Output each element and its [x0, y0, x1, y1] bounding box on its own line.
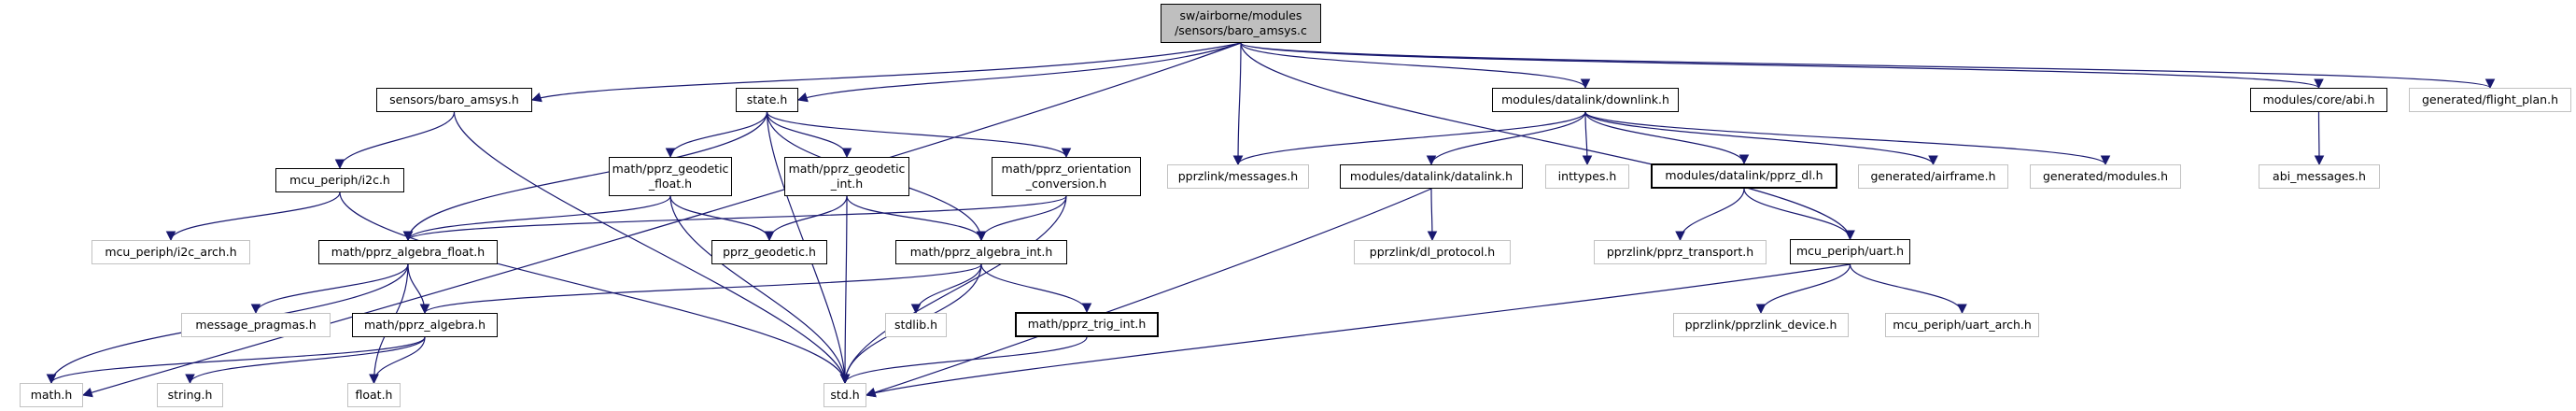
edge-geodetic_float_h-algebra_float_h — [402, 195, 671, 242]
edge-root-downlink_h — [1240, 42, 1591, 90]
edge-abi_h-abi_messages_h — [2314, 111, 2325, 166]
edge-algebra_int_h-stdlib_h — [910, 263, 982, 315]
node-flight-plan-h: generated/flight_plan.h — [2409, 88, 2571, 112]
node-algebra-int-h[interactable]: math/pprz_algebra_int.h — [895, 240, 1067, 264]
node-pprzlink-device-h: pprzlink/pprzlink_device.h — [1673, 313, 1849, 337]
edge-geodetic_float_h-std_h — [669, 195, 851, 385]
node-modules-h: generated/modules.h — [2030, 164, 2181, 189]
node-trig-int-h[interactable]: math/pprz_trig_int.h — [1015, 312, 1159, 337]
node-math-h: math.h — [20, 383, 83, 407]
edge-algebra_h-math_h — [46, 336, 426, 385]
edge-baro_amsys_h-std_h — [453, 111, 851, 385]
node-uart-arch-h: mcu_periph/uart_arch.h — [1885, 313, 2039, 337]
edge-root-uart_h — [1240, 42, 1855, 241]
edge-datalink_h-dl_protocol_h — [1427, 188, 1438, 242]
edge-downlink_h-datalink_h — [1426, 111, 1586, 166]
node-message-pragmas-h: message_pragmas.h — [181, 313, 331, 337]
node-i2c-h[interactable]: mcu_periph/i2c.h — [275, 168, 404, 192]
edge-algebra_float_h-algebra_h — [407, 263, 430, 315]
node-abi-h[interactable]: modules/core/abi.h — [2250, 88, 2387, 112]
node-pprz-dl-h[interactable]: modules/datalink/pprz_dl.h — [1651, 163, 1837, 189]
edge-downlink_h-inttypes_h — [1582, 111, 1593, 166]
node-orientation-h[interactable]: math/pprz_orientation _conversion.h — [992, 157, 1141, 196]
edge-baro_amsys_h-i2c_h — [334, 111, 456, 170]
node-pprz-transport-h: pprzlink/pprz_transport.h — [1594, 240, 1767, 264]
node-inttypes-h: inttypes.h — [1545, 164, 1629, 189]
edge-root-math_h — [81, 42, 1242, 398]
edge-state_h-algebra_float_h — [402, 111, 768, 242]
node-string-h: string.h — [157, 383, 223, 407]
edge-i2c_h-i2c_arch_h — [165, 191, 341, 242]
edge-uart_h-uart_arch_h — [1849, 263, 1967, 315]
edge-geodetic_int_h-algebra_int_h — [846, 195, 987, 242]
edge-downlink_h-pprz_dl_h — [1584, 111, 1750, 165]
edge-uart_h-std_h — [865, 263, 1851, 398]
edge-downlink_h-airframe_h — [1584, 111, 1938, 166]
edge-downlink_h-messages_h — [1232, 111, 1586, 166]
node-std-h: std.h — [823, 383, 866, 407]
node-state-h[interactable]: state.h — [736, 88, 798, 112]
node-pprz-geodetic-h[interactable]: pprz_geodetic.h — [711, 240, 827, 264]
node-baro-amsys-h[interactable]: sensors/baro_amsys.h — [376, 88, 532, 112]
node-stdlib-h: stdlib.h — [885, 313, 947, 337]
edge-algebra_int_h-algebra_h — [419, 263, 982, 315]
edge-state_h-geodetic_int_h — [766, 111, 852, 159]
node-root: sw/airborne/modules /sensors/baro_amsys.… — [1161, 4, 1321, 43]
node-uart-h[interactable]: mcu_periph/uart.h — [1790, 239, 1910, 264]
edge-geodetic_int_h-std_h — [839, 195, 851, 385]
edge-root-state_h — [796, 42, 1242, 103]
edge-algebra_h-string_h — [185, 336, 426, 385]
edge-root-flight_plan_h — [1240, 42, 2495, 90]
edge-root-messages_h — [1232, 42, 1244, 166]
edge-uart_h-pprzlink_device_h — [1755, 263, 1851, 315]
node-messages-h: pprzlink/messages.h — [1167, 164, 1309, 189]
node-airframe-h: generated/airframe.h — [1858, 164, 2008, 189]
edge-trig_int_h-std_h — [839, 336, 1088, 385]
edge-i2c_h-std_h — [339, 191, 851, 385]
edge-orientation_h-algebra_float_h — [402, 195, 1067, 242]
edge-algebra_h-float_h — [369, 336, 426, 385]
node-geodetic-int-h[interactable]: math/pprz_geodetic _int.h — [784, 157, 909, 196]
node-geodetic-float-h[interactable]: math/pprz_geodetic _float.h — [609, 157, 732, 196]
edge-algebra_int_h-trig_int_h — [980, 263, 1092, 314]
node-i2c-arch-h: mcu_periph/i2c_arch.h — [91, 240, 250, 264]
edge-orientation_h-std_h — [839, 195, 1067, 385]
node-downlink-h[interactable]: modules/datalink/downlink.h — [1492, 88, 1679, 112]
edge-pprz_dl_h-uart_h — [1743, 188, 1855, 241]
node-dl-protocol-h: pprzlink/dl_protocol.h — [1354, 240, 1511, 264]
edge-state_h-geodetic_float_h — [665, 111, 768, 159]
edge-geodetic_int_h-pprz_geodetic_h — [764, 195, 848, 242]
node-float-h: float.h — [347, 383, 401, 407]
edge-orientation_h-algebra_int_h — [976, 195, 1067, 242]
node-algebra-float-h[interactable]: math/pprz_algebra_float.h — [318, 240, 498, 264]
node-algebra-h[interactable]: math/pprz_algebra.h — [352, 313, 498, 337]
edge-state_h-orientation_h — [766, 111, 1072, 159]
edge-algebra_float_h-message_pragmas_h — [250, 263, 409, 315]
node-datalink-h[interactable]: modules/datalink/datalink.h — [1340, 164, 1523, 189]
edge-pprz_dl_h-pprz_transport_h — [1675, 188, 1745, 242]
edge-datalink_h-std_h — [865, 188, 1432, 398]
edge-root-baro_amsys_h — [530, 42, 1242, 103]
node-abi-messages-h: abi_messages.h — [2259, 164, 2380, 189]
edge-downlink_h-modules_h — [1584, 111, 2111, 166]
edge-root-abi_h — [1240, 42, 2324, 90]
